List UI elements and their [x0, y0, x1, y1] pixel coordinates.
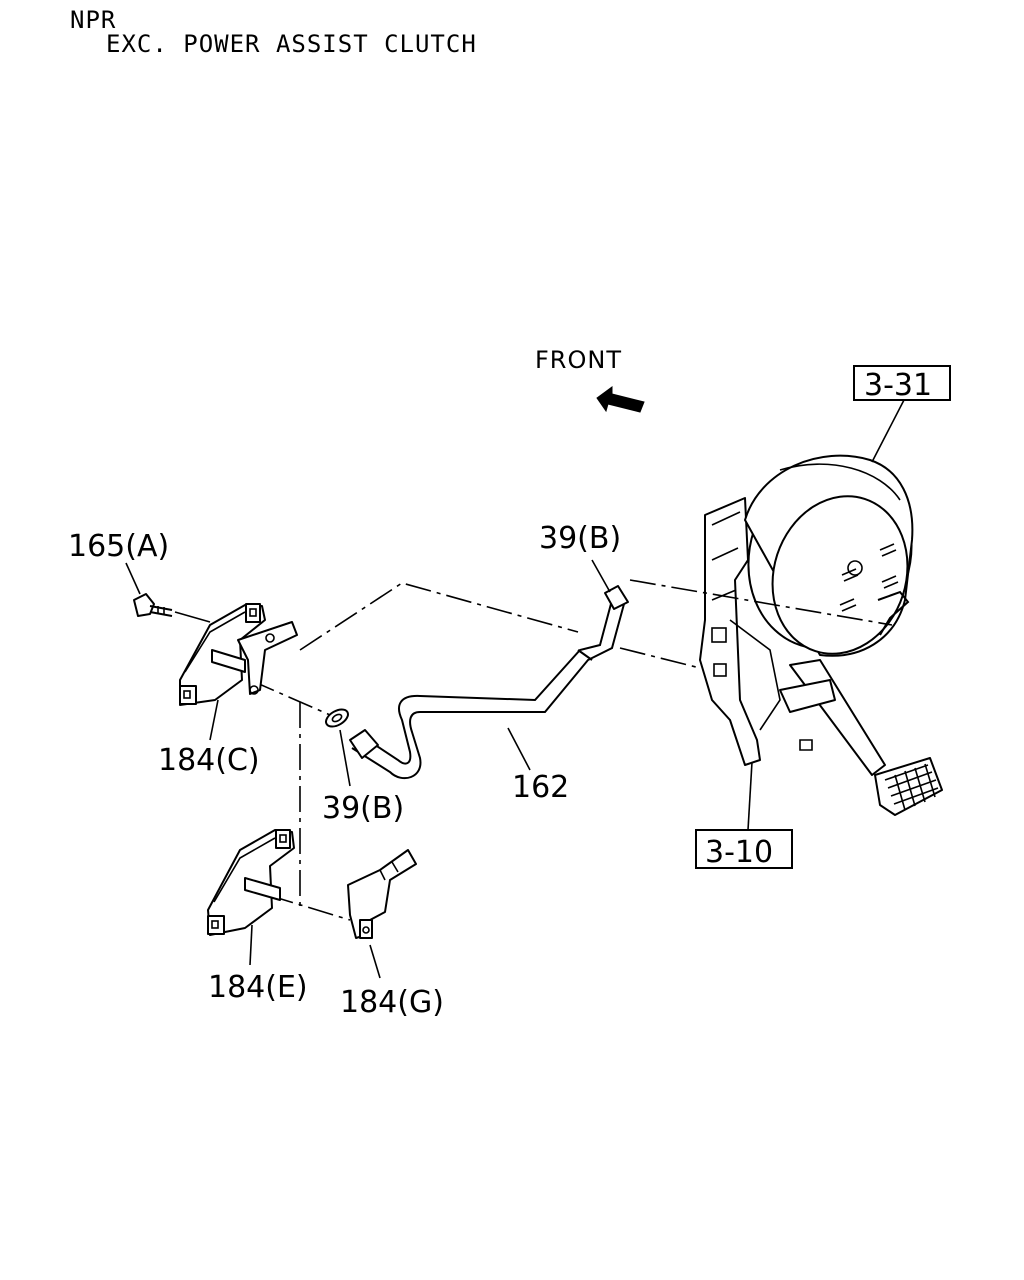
- routing-line-bracket: [619, 647, 701, 669]
- clutch-booster-assembly: [699, 454, 943, 816]
- ref-box-3-31: [853, 365, 951, 401]
- bolt-165a: [133, 593, 173, 617]
- callout-39b-bottom: 39(B): [322, 791, 404, 826]
- ref-box-3-10: [695, 829, 793, 869]
- routing-line-booster: [629, 579, 893, 626]
- callout-184c: 184(C): [158, 743, 260, 778]
- leader-184e: [249, 924, 253, 966]
- bracket-184e: [207, 829, 295, 936]
- leader-184g: [369, 944, 381, 979]
- callout-184g: 184(G): [340, 985, 444, 1020]
- section-subtitle: EXC. POWER ASSIST CLUTCH: [106, 30, 477, 58]
- leader-165a: [125, 562, 141, 595]
- ref-label-3-10: 3-10: [705, 835, 773, 870]
- callout-162: 162: [512, 770, 569, 805]
- front-arrow-icon: [596, 386, 645, 413]
- clutch-pipe-162: [349, 585, 629, 780]
- leader-3-10: [747, 761, 753, 831]
- leader-39b-lower: [339, 729, 351, 787]
- ref-label-3-31: 3-31: [864, 368, 932, 403]
- routing-line-lower: [267, 894, 351, 921]
- callout-184e: 184(E): [208, 970, 308, 1005]
- leader-184c: [209, 699, 219, 741]
- leader-3-31: [871, 399, 905, 463]
- leader-39b-top: [591, 559, 611, 593]
- callout-165a: 165(A): [68, 529, 169, 564]
- leader-162: [507, 727, 531, 771]
- model-title: NPR: [70, 6, 117, 34]
- routing-line-upper: [299, 582, 579, 651]
- bracket-184c: [179, 603, 298, 706]
- bracket-184g: [347, 849, 417, 939]
- front-label: FRONT: [535, 346, 622, 374]
- callout-39b-top: 39(B): [539, 521, 621, 556]
- clip-39b-lower: [325, 708, 349, 728]
- routing-line-clamp: [249, 679, 331, 716]
